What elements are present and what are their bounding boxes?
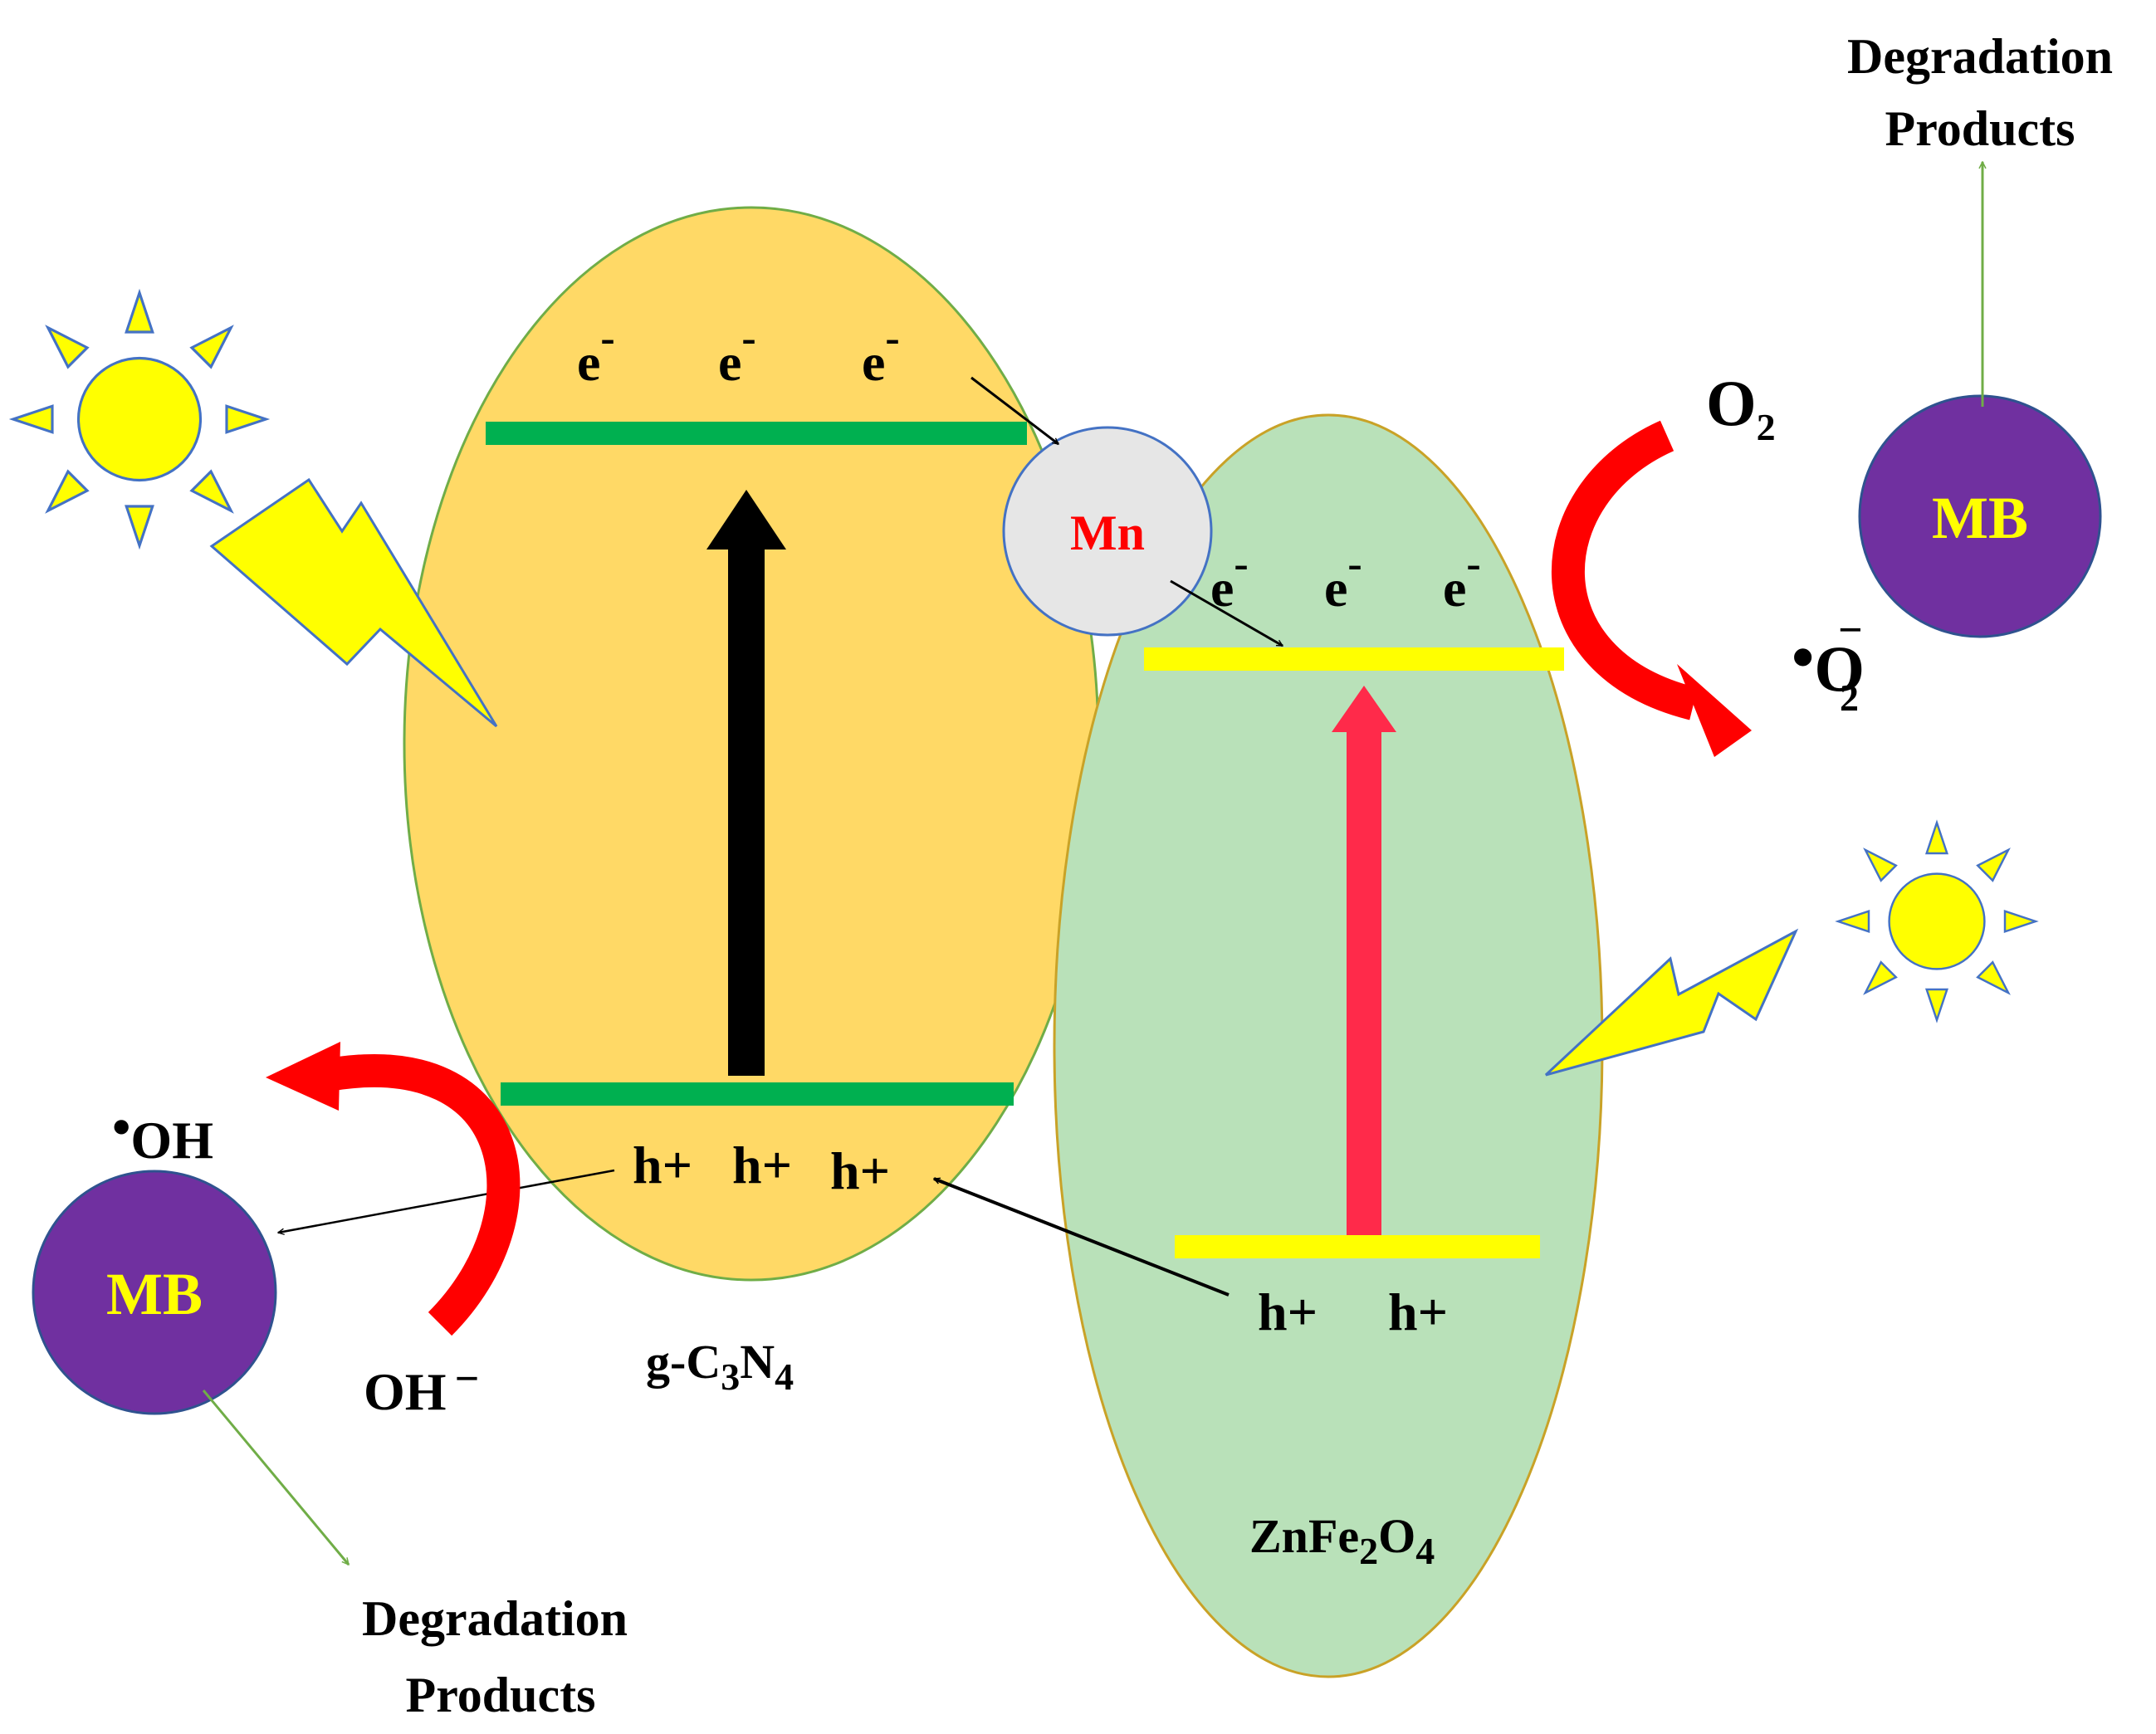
superoxide-label: •O2− <box>1792 607 1865 719</box>
znfe2o4-conduction-band <box>1144 647 1564 671</box>
mn-label: Mn <box>1070 506 1145 560</box>
degradation-products-bottom: Products <box>406 1668 596 1722</box>
hydroxyl-radical-label: •OH <box>112 1097 213 1170</box>
product-arrow-bottom <box>202 1390 350 1565</box>
znfe2o4-holes: h+ h+ <box>1258 1282 1448 1341</box>
oxygen-label: O2 <box>1706 367 1776 448</box>
electron-label: e- <box>1324 540 1362 618</box>
degradation-products-top: Degradation <box>1847 29 2113 84</box>
hole-label: h+ <box>1388 1282 1448 1341</box>
electron-label: e- <box>577 315 615 392</box>
electron-label: e- <box>862 315 900 392</box>
electron-transfer-arrow-2 <box>1170 579 1283 647</box>
g-c3n4-excitation-arrow <box>706 490 786 1076</box>
mb-molecule <box>32 1170 277 1415</box>
lightning-bolt-icon <box>1544 928 1799 1077</box>
g-c3n4-label: g-C3N4 <box>646 1335 794 1398</box>
hole-to-mb-arrow <box>278 1169 615 1233</box>
electron-label: e- <box>1210 540 1249 618</box>
oh-oxidation-arrow <box>325 1054 521 1336</box>
g-c3n4-valence-band <box>501 1082 1014 1106</box>
znfe2o4-valence-band <box>1175 1235 1540 1258</box>
hydroxide-label: OH− <box>364 1355 479 1421</box>
g-c3n4-holes: h+ h+ h+ <box>633 1136 890 1200</box>
hole-label: h+ <box>1258 1282 1318 1341</box>
znfe2o4-label: ZnFe2O4 <box>1249 1509 1435 1572</box>
znfe2o4-electrons: e- e- e- <box>1210 540 1481 618</box>
electron-label: e- <box>718 315 756 392</box>
hole-transfer-arrow <box>934 1177 1230 1297</box>
mb-label: MB <box>106 1261 203 1327</box>
electron-label: e- <box>1443 540 1481 618</box>
hole-label: h+ <box>633 1136 692 1194</box>
sun-icon <box>1836 821 2037 1022</box>
o2-reduction-arrow <box>1551 420 1698 720</box>
electron-transfer-arrow-1 <box>970 376 1058 446</box>
degradation-products-top: Products <box>1885 101 2075 156</box>
hole-label: h+ <box>830 1141 890 1200</box>
g-c3n4-electrons: e- e- e- <box>577 315 900 392</box>
mn-particle <box>1002 426 1213 637</box>
znfe2o4-excitation-arrow <box>1332 686 1396 1235</box>
mb-label: MB <box>1932 485 2028 551</box>
o2-reduction-arrowhead <box>1677 664 1752 757</box>
degradation-products-bottom: Degradation <box>362 1591 628 1646</box>
g-c3n4-conduction-band <box>486 422 1027 445</box>
mb-molecule <box>1858 394 2102 638</box>
oh-oxidation-arrowhead <box>266 1042 340 1111</box>
lightning-bolt-icon <box>209 477 498 728</box>
sun-icon <box>12 291 267 547</box>
hole-label: h+ <box>732 1136 792 1194</box>
